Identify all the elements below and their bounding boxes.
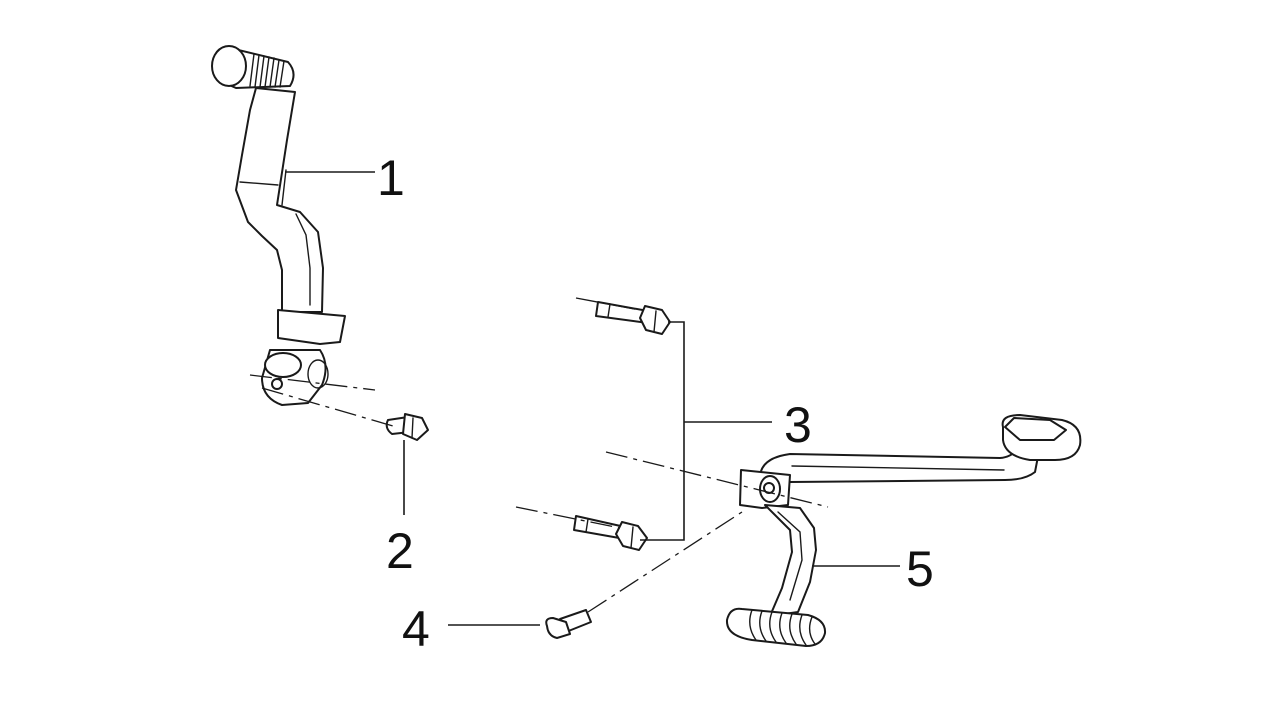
callout-1: 1 bbox=[377, 150, 405, 206]
callout-3: 3 bbox=[784, 397, 812, 453]
callout-2: 2 bbox=[386, 523, 414, 579]
kick-start-lever bbox=[211, 45, 346, 406]
leader-lines bbox=[285, 171, 900, 626]
lever-bolt bbox=[385, 413, 429, 441]
brake-pedal bbox=[725, 414, 1082, 647]
pedal-pivot-bolt bbox=[545, 609, 592, 639]
callout-4: 4 bbox=[402, 601, 430, 657]
pedal-mounting-bolt-upper bbox=[595, 301, 671, 335]
pedal-mounting-bolt-lower bbox=[573, 515, 648, 551]
callout-5: 5 bbox=[906, 541, 934, 597]
center-lines bbox=[249, 297, 829, 613]
